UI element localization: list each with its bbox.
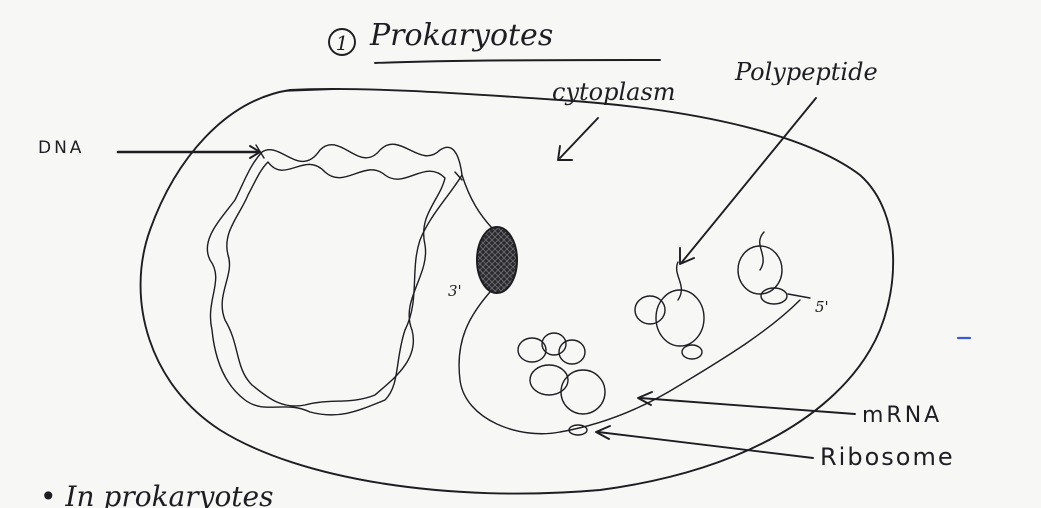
cell-membrane [141,89,894,494]
ribosome-small-subunit [635,296,665,324]
five-prime-tail [788,294,810,298]
rna-polymerase-blob [477,227,517,293]
ribosome-label: Ribosome [820,443,955,471]
cytoplasm-label: cytoplasm [552,78,676,106]
polypeptide-label: Polypeptide [734,58,878,86]
dna-label: DNA [38,138,84,158]
ribosome-large-subunit [561,370,605,414]
dna-strand-outer [207,144,462,415]
polypeptide-chain [677,262,682,300]
mrna-pointer-line [640,398,855,414]
dna-loop [207,144,462,415]
heading-title: Prokaryotes [369,18,553,53]
cytoplasm-pointer-line [560,118,598,158]
ribosome-large-subunit [530,365,568,395]
ribosome-pointer-line [598,432,813,458]
mrna-strand [459,175,800,434]
polysome [518,232,810,435]
heading: 1 Prokaryotes [329,18,660,63]
ribosome-on-mrna [761,288,787,304]
heading-number: 1 [336,31,349,55]
ribosome-on-mrna [682,345,702,359]
polypeptide-chain [760,232,764,270]
footer-text: • In prokaryotes [40,480,274,508]
mrna-label: mRNA [862,403,942,428]
polypeptide-pointer-line [682,98,816,262]
five-prime-label: 5' [815,298,829,316]
heading-underline [375,60,660,63]
three-prime-label: 3' [448,282,462,300]
dna-strand-inner [222,162,445,406]
